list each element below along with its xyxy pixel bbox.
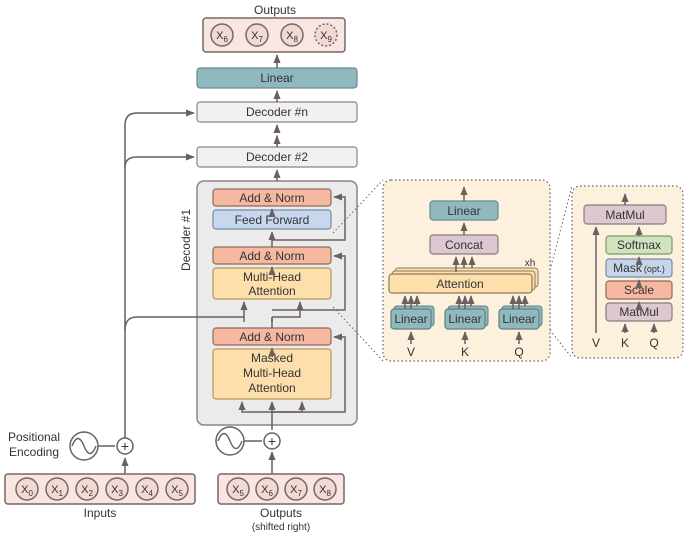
top-output-token: X7 [245,23,269,47]
softmax-label: Softmax [617,238,661,252]
feed-forward-label: Feed Forward [235,213,310,227]
svg-text:X6: X6 [261,484,273,498]
add-norm-top-block [212,188,332,207]
positional-encoding-icon [215,426,245,456]
sdpa-arrows [592,193,658,333]
decoder-1-arrows [238,193,346,430]
positional-encoding-icon [69,431,99,461]
decoder-2-label: Decoder #2 [246,150,308,164]
svg-text:+: + [121,438,129,454]
svg-text:X8: X8 [319,484,331,498]
sdpa-input-q: Q [649,336,658,350]
mha-linear-v: Linear [390,305,435,330]
scale-label: Scale [624,283,654,297]
final-linear-label: Linear [260,71,293,85]
mha-label-line1: Multi-Head [243,270,301,284]
encoder-connections [121,109,244,474]
mha-linear-q: Linear [498,305,543,330]
masked-label-line3: Attention [248,381,295,395]
svg-text:X1: X1 [51,484,63,498]
add-positional-icon-left: + [116,437,134,455]
shifted-output-token: X7 [284,477,308,501]
pe-label-line1: Positional [8,430,60,444]
input-token: X4 [135,477,159,501]
svg-text:Linear: Linear [448,312,481,326]
outputs-shifted-sublabel: (shifted right) [252,522,310,533]
concat-label: Concat [445,238,484,252]
svg-text:X7: X7 [251,30,263,44]
inputs-label: Inputs [84,506,117,520]
svg-text:Linear: Linear [394,312,427,326]
shifted-output-token: X5 [226,477,250,501]
top-outputs-title: Outputs [254,3,296,17]
top-outputs-box [202,17,346,53]
sdpa-input-v: V [592,336,600,350]
input-token: X3 [105,477,129,501]
add-norm-low-label: Add & Norm [239,330,304,344]
mha-linear-k: Linear [444,305,489,330]
decoder-n-label: Decoder #n [246,105,308,119]
mha-linear-top-label: Linear [447,204,480,218]
attention-label: Attention [436,277,483,291]
top-output-token-predicted: X9 [314,23,338,47]
input-token: X2 [75,477,99,501]
top-output-token: X8 [280,23,304,47]
svg-text:X7: X7 [290,484,302,498]
heads-label: xh [525,258,536,269]
svg-text:X6: X6 [216,30,228,44]
zoom-lines-mha [332,179,573,362]
mask-label: Mask(opt.) [613,261,665,275]
matmul-bottom-label: MatMul [619,305,658,319]
matmul-top-label: MatMul [605,208,644,222]
input-token: X0 [15,477,39,501]
svg-text:X2: X2 [81,484,93,498]
svg-text:X4: X4 [141,484,153,498]
svg-text:X0: X0 [21,484,33,498]
mha-input-v: V [407,345,415,359]
outputs-shifted-box [217,473,345,505]
input-token: X5 [165,477,189,501]
svg-text:Linear: Linear [502,312,535,326]
svg-text:+: + [268,433,276,449]
mha-input-k: K [461,345,469,359]
svg-text:X8: X8 [286,30,298,44]
svg-text:X3: X3 [111,484,123,498]
attention-to-concat-arrows [452,256,476,272]
shifted-output-token: X6 [255,477,279,501]
outputs-shifted-label: Outputs [260,506,302,520]
add-norm-top-label: Add & Norm [239,191,304,205]
pe-label-line2: Encoding [9,445,59,459]
mha-input-q: Q [514,345,523,359]
add-positional-icon-right: + [263,432,281,450]
sdpa-input-k: K [621,336,629,350]
top-output-token: X6 [210,23,234,47]
masked-label-line2: Multi-Head [243,366,301,380]
svg-text:X5: X5 [171,484,183,498]
input-token: X1 [45,477,69,501]
shifted-output-token: X8 [313,477,337,501]
masked-label-line1: Masked [251,351,293,365]
svg-text:X9: X9 [320,30,332,44]
attention-block [388,273,533,294]
linear-to-attention-arrows [401,295,529,344]
decoder-1-label: Decoder #1 [179,209,193,271]
mha-label-line2: Attention [248,284,295,298]
svg-text:X5: X5 [232,484,244,498]
add-norm-mid-label: Add & Norm [239,249,304,263]
